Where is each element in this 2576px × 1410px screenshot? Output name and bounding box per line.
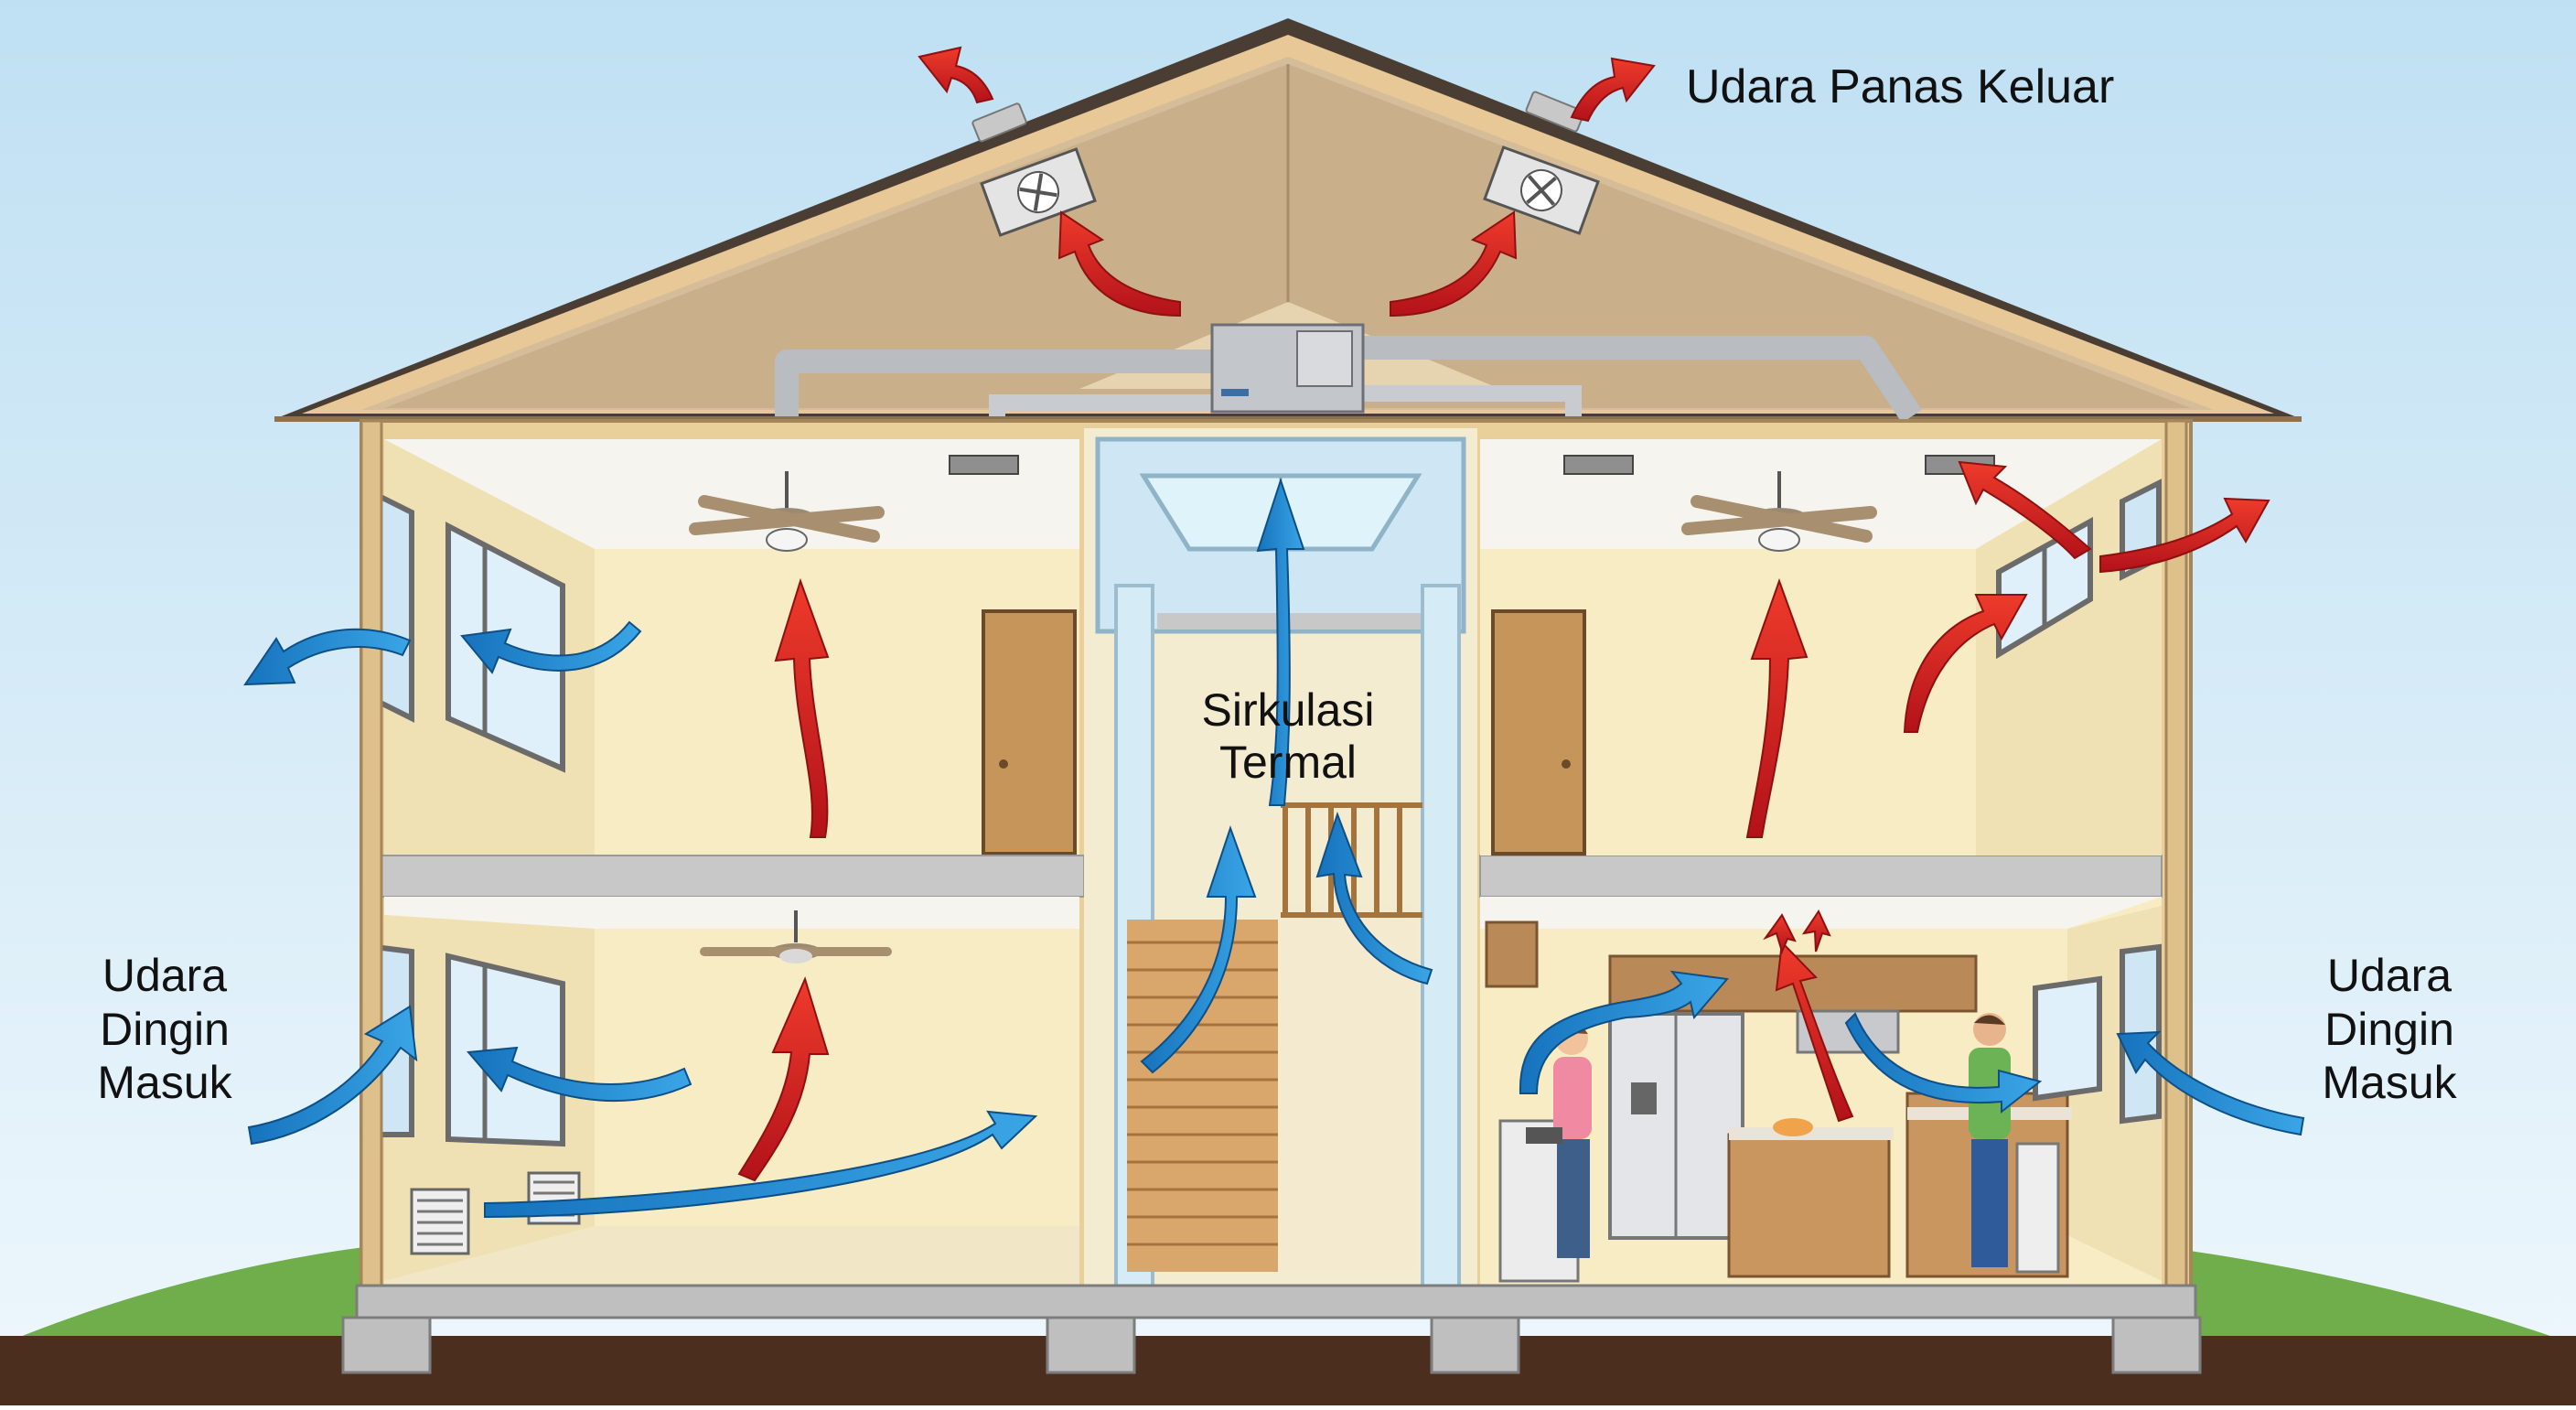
hot-arrow-attic-left [1057,210,1181,318]
roof-vent-left [971,102,1027,143]
hot-arrow-attic-right [1390,210,1518,318]
room-upper-right [1480,439,2162,856]
kitchen-island [1727,1133,1891,1278]
cold-air-arrows [243,477,2305,1219]
label-cold-air-in-left-2: Dingin [100,1004,230,1055]
person-man-washing [1969,1013,2011,1267]
hot-arrow-kitchen [1775,940,1854,1123]
floor-slab-left [374,855,1085,898]
floor-slab-right [1479,855,2163,898]
cold-arrow-stairs-up [1140,824,1257,1074]
ceiling-vent-upper-left [949,455,1019,475]
foundation [341,1284,2202,1374]
ceiling-fan-upper-left [689,471,885,552]
hot-arrow-range-hood-a [1763,913,1797,954]
room-upper-left [372,439,1079,856]
hot-arrow-roof-exit-right [1570,57,1656,123]
label-cold-air-in-right-2: Dingin [2324,1004,2454,1055]
label-thermal-circulation-2: Termal [1219,737,1357,788]
label-cold-air-in-left-1: Udara [102,950,227,1001]
cold-arrow-lower-left-floor [484,1110,1038,1219]
ceiling-fan-lower-left [700,910,892,963]
hot-arrow-exit-upper-right [2099,497,2270,574]
cold-arrow-lower-left-window [466,1046,692,1103]
ceiling-fan-upper-right [1681,471,1877,552]
roof-vent-right [1525,91,1585,133]
door-upper-left [982,609,1077,856]
label-cold-air-in-left-3: Masuk [97,1057,232,1108]
hot-arrow-upper-left-room [774,577,830,838]
hot-arrow-lower-left-room [737,976,830,1182]
attic-ductwork [775,323,1922,424]
door-upper-right [1491,609,1586,856]
right-grass-hill [2177,1249,2576,1345]
left-grass-hill [0,1244,384,1345]
hot-arrow-upper-right-room [1745,578,1809,838]
hot-air-arrows [737,46,2270,1182]
cold-arrow-kitchen-right [1844,1012,2043,1114]
room-lower-left [372,897,1079,1286]
attic-fan-left [980,147,1097,237]
left-exterior-wall [360,419,383,1292]
label-thermal-circulation-1: Sirkulasi [1202,684,1375,736]
hot-arrow-vent-to-window [1958,460,2092,560]
cold-arrow-kitchen-left [1519,970,1729,1094]
ceiling-vent-upper-right-a [1563,455,1634,475]
room-lower-right-kitchen [1480,897,2162,1286]
hot-arrow-roof-exit-left [918,46,994,104]
cold-arrow-stair-landing [1315,811,1433,985]
cold-arrow-enter-right [2116,1030,2305,1136]
hot-arrow-upper-right-window [1903,594,2028,733]
cold-arrow-skylight [1256,477,1305,806]
label-cold-air-in-right-3: Masuk [2322,1057,2457,1108]
hot-arrow-range-hood-b [1801,909,1831,953]
attic-fan-right [1483,145,1600,235]
cold-arrow-upper-left-window [460,620,642,674]
label-cold-air-in-right-1: Udara [2327,950,2452,1001]
label-hot-air-out: Udara Panas Keluar [1686,60,2114,113]
cold-arrow-exit-upper-left [243,628,412,686]
cold-arrow-enter-left [247,1005,418,1146]
staircase [1127,920,1278,1272]
